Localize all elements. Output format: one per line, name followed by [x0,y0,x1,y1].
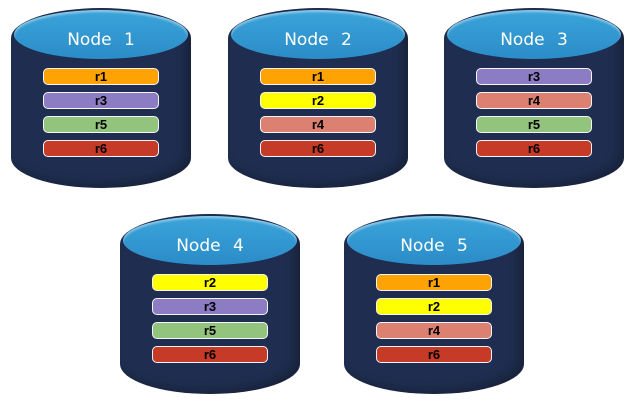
replica-bar-r6: r6 [152,346,268,363]
replica-bar-r3: r3 [43,92,159,109]
cylinder-top: Node 4 [123,216,297,265]
replica-list: r1 r2 r4 r6 [260,68,376,157]
replica-bar-r2: r2 [152,274,268,291]
database-node-1: Node 1 r1 r3 r5 r6 [11,8,191,188]
cylinder-top: Node 3 [447,10,621,59]
node-label: Node 4 [176,235,244,256]
replica-bar-r6: r6 [260,140,376,157]
cylinder-top: Node 2 [231,10,405,59]
node-label: Node 3 [500,29,568,50]
replica-bar-r5: r5 [152,322,268,339]
node-label: Node 5 [400,235,468,256]
replica-bar-r4: r4 [260,116,376,133]
replica-bar-r6: r6 [43,140,159,157]
node-label: Node 1 [67,29,135,50]
replica-list: r3 r4 r5 r6 [476,68,592,157]
replica-bar-r6: r6 [476,140,592,157]
node-label: Node 2 [284,29,352,50]
replica-bar-r1: r1 [43,68,159,85]
cylinder-top: Node 1 [14,10,188,59]
replica-bar-r5: r5 [43,116,159,133]
database-node-3: Node 3 r3 r4 r5 r6 [444,8,624,188]
replica-bar-r3: r3 [152,298,268,315]
replica-bar-r4: r4 [376,322,492,339]
replica-list: r1 r2 r4 r6 [376,274,492,363]
replica-bar-r3: r3 [476,68,592,85]
database-node-4: Node 4 r2 r3 r5 r6 [120,214,300,394]
database-node-5: Node 5 r1 r2 r4 r6 [344,214,524,394]
replica-list: r2 r3 r5 r6 [152,274,268,363]
replica-bar-r6: r6 [376,346,492,363]
replica-bar-r1: r1 [260,68,376,85]
replica-bar-r1: r1 [376,274,492,291]
replica-bar-r2: r2 [376,298,492,315]
replica-list: r1 r3 r5 r6 [43,68,159,157]
replica-bar-r5: r5 [476,116,592,133]
cylinder-top: Node 5 [347,216,521,265]
replica-bar-r2: r2 [260,92,376,109]
replica-bar-r4: r4 [476,92,592,109]
database-node-2: Node 2 r1 r2 r4 r6 [228,8,408,188]
